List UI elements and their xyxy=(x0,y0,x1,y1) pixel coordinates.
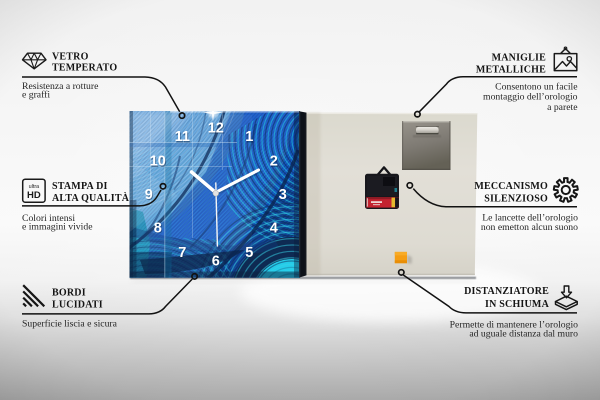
svg-text:HD: HD xyxy=(27,190,41,201)
svg-text:9: 9 xyxy=(146,188,154,204)
svg-text:2: 2 xyxy=(271,155,279,171)
svg-text:ALTA QUALITÀ: ALTA QUALITÀ xyxy=(52,192,130,204)
svg-text:Permette di mantenere l’orolog: Permette di mantenere l’orologio xyxy=(450,319,578,330)
svg-text:Colori intensi: Colori intensi xyxy=(22,213,75,224)
svg-text:VETRO: VETRO xyxy=(52,51,89,62)
svg-text:montaggio dell’orologio: montaggio dell’orologio xyxy=(483,92,578,103)
svg-text:a parete: a parete xyxy=(547,102,577,113)
svg-text:ultra: ultra xyxy=(29,184,40,190)
svg-text:8: 8 xyxy=(154,220,162,236)
svg-text:MANIGLIE: MANIGLIE xyxy=(492,53,547,64)
svg-text:7: 7 xyxy=(178,245,186,261)
svg-text:SILENZIOSO: SILENZIOSO xyxy=(484,193,548,204)
svg-text:12: 12 xyxy=(209,122,225,138)
svg-text:STAMPA DI: STAMPA DI xyxy=(52,181,108,192)
svg-text:non emetton alcun suono: non emetton alcun suono xyxy=(481,222,578,233)
svg-text:Resistenza a rotture: Resistenza a rotture xyxy=(22,81,98,92)
svg-text:3: 3 xyxy=(279,187,287,203)
svg-text:MECCANISMO: MECCANISMO xyxy=(474,181,548,192)
svg-text:Superficie liscia e sicura: Superficie liscia e sicura xyxy=(22,318,118,329)
svg-text:2: 2 xyxy=(270,154,278,170)
svg-text:3: 3 xyxy=(280,188,288,204)
svg-text:IN SCHIUMA: IN SCHIUMA xyxy=(485,299,550,310)
svg-text:12: 12 xyxy=(208,120,224,136)
svg-text:5: 5 xyxy=(246,246,254,262)
svg-text:5: 5 xyxy=(245,245,253,261)
svg-text:9: 9 xyxy=(145,187,153,203)
svg-text:e graffi: e graffi xyxy=(22,90,50,101)
svg-text:LUCIDATI: LUCIDATI xyxy=(52,299,103,310)
svg-text:e immagini vivide: e immagini vivide xyxy=(22,222,93,233)
svg-text:6: 6 xyxy=(213,255,221,271)
svg-text:Le lancette dell’orologio: Le lancette dell’orologio xyxy=(482,213,578,224)
svg-text:10: 10 xyxy=(150,154,166,170)
svg-text:7: 7 xyxy=(179,246,187,262)
svg-text:TEMPERATO: TEMPERATO xyxy=(52,62,117,73)
svg-text:Consentono un facile: Consentono un facile xyxy=(495,81,577,92)
svg-text:4: 4 xyxy=(270,220,278,236)
svg-text:1: 1 xyxy=(246,130,254,146)
svg-text:BORDI: BORDI xyxy=(52,287,86,298)
svg-text:11: 11 xyxy=(175,130,190,146)
svg-text:11: 11 xyxy=(175,129,190,145)
svg-text:DISTANZIATORE: DISTANZIATORE xyxy=(464,286,549,297)
svg-text:1: 1 xyxy=(245,129,253,145)
svg-text:8: 8 xyxy=(155,222,163,238)
svg-text:METALLICHE: METALLICHE xyxy=(476,64,546,75)
svg-text:6: 6 xyxy=(212,254,220,270)
svg-text:ad uguale distanza dal muro: ad uguale distanza dal muro xyxy=(469,329,578,340)
svg-text:10: 10 xyxy=(151,155,167,171)
svg-text:4: 4 xyxy=(271,222,279,238)
